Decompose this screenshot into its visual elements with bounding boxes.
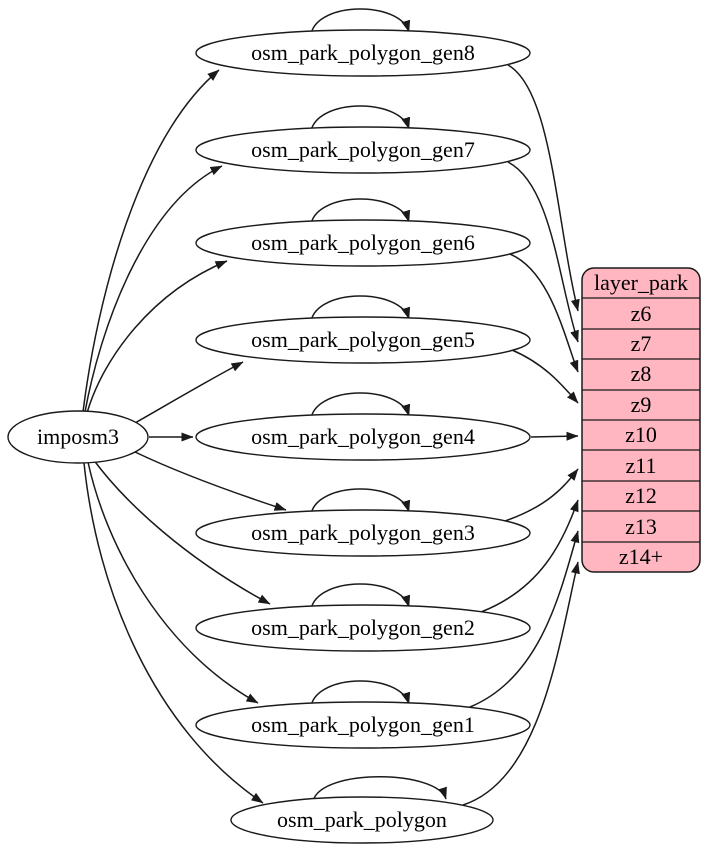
layer-park-row-z8: z8 (631, 361, 652, 386)
edge-gen6-to-z8 (509, 253, 579, 373)
edge-gen8-to-z6 (507, 64, 580, 312)
edges-to-layer-park (462, 64, 580, 806)
edge-imposm3-to-gen2 (92, 458, 271, 605)
edge-imposm3-to-gen3 (134, 451, 287, 511)
edge-gen2-to-z12 (480, 499, 579, 613)
gen2-label: osm_park_polygon_gen2 (251, 615, 475, 640)
layer-park-title: layer_park (594, 270, 688, 295)
imposm3-label: imposm3 (37, 424, 119, 449)
edge-gen7-to-z7 (507, 161, 579, 343)
edges-imposm3-fanout (82, 69, 287, 804)
self-loop-polygon (312, 776, 447, 802)
layer-park-row-z9: z9 (631, 392, 652, 417)
gen8-ellipse (195, 29, 531, 77)
node-osm-park-polygon-gen2: osm_park_polygon_gen2 (195, 604, 531, 652)
self-loop-gen4 (310, 392, 411, 419)
gen1-ellipse (195, 701, 531, 749)
edge-imposm3-to-gen6 (86, 260, 228, 414)
layer-park-row-z14plus: z14+ (619, 544, 663, 569)
gen7-ellipse (195, 126, 531, 174)
edge-imposm3-to-gen5 (134, 361, 244, 424)
edge-gen5-to-z9 (511, 349, 579, 404)
node-layer-park-table: layer_park z6 z7 z8 z9 z10 z11 z12 z13 z… (581, 267, 701, 573)
node-osm-park-polygon-gen3: osm_park_polygon_gen3 (195, 509, 531, 557)
gen5-label: osm_park_polygon_gen5 (251, 327, 475, 352)
gen4-label: osm_park_polygon_gen4 (251, 424, 475, 449)
gen4-ellipse (195, 413, 531, 461)
gen3-label: osm_park_polygon_gen3 (251, 520, 475, 545)
edge-gen1-to-z13 (469, 530, 580, 708)
node-osm-park-polygon-gen6: osm_park_polygon_gen6 (195, 219, 531, 267)
polygon-ellipse (230, 796, 494, 844)
node-osm-park-polygon: osm_park_polygon (230, 796, 494, 844)
gen6-label: osm_park_polygon_gen6 (251, 230, 475, 255)
edge-imposm3-to-gen1 (87, 461, 259, 704)
self-loop-gen1 (310, 680, 411, 707)
layer-park-row-z11: z11 (626, 453, 657, 478)
gen5-ellipse (195, 316, 531, 364)
node-imposm3: imposm3 (7, 410, 149, 464)
polygon-label: osm_park_polygon (277, 807, 447, 832)
self-loop-gen3 (310, 488, 411, 515)
node-osm-park-polygon-gen4: osm_park_polygon_gen4 (195, 413, 531, 461)
node-osm-park-polygon-gen1: osm_park_polygon_gen1 (195, 701, 531, 749)
edge-imposm3-to-polygon (83, 462, 264, 804)
gen3-ellipse (195, 509, 531, 557)
imposm3-ellipse (7, 410, 149, 464)
edge-imposm3-to-gen8 (82, 69, 220, 413)
gen2-ellipse (195, 604, 531, 652)
self-loop-gen2 (310, 583, 411, 610)
self-loop-gen5 (310, 295, 411, 322)
gen1-label: osm_park_polygon_gen1 (251, 712, 475, 737)
node-osm-park-polygon-gen5: osm_park_polygon_gen5 (195, 316, 531, 364)
gen7-label: osm_park_polygon_gen7 (251, 137, 475, 162)
layer-park-row-z13: z13 (625, 514, 657, 539)
layer-park-row-z6: z6 (631, 301, 652, 326)
node-osm-park-polygon-gen7: osm_park_polygon_gen7 (195, 126, 531, 174)
self-loop-gen7 (310, 105, 411, 132)
edge-gen4-to-z10 (530, 431, 579, 441)
edge-imposm3-to-gen7 (84, 165, 223, 413)
gen8-label: osm_park_polygon_gen8 (251, 40, 475, 65)
self-loop-gen8 (310, 8, 411, 35)
self-loop-gen6 (310, 198, 411, 225)
layer-park-row-z10: z10 (625, 422, 657, 447)
layer-park-row-z7: z7 (631, 331, 652, 356)
edge-gen3-to-z11 (504, 468, 579, 522)
edge-polygon-to-z14plus (462, 561, 580, 806)
edges-self-loops (310, 8, 447, 802)
gen6-ellipse (195, 219, 531, 267)
node-osm-park-polygon-gen8: osm_park_polygon_gen8 (195, 29, 531, 77)
layer-park-row-z12: z12 (625, 483, 657, 508)
